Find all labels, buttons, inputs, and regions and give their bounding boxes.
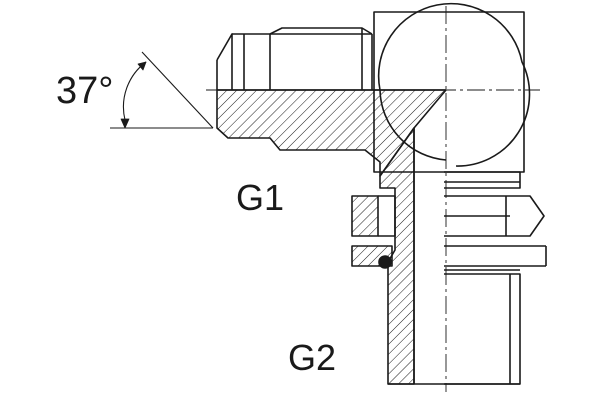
locknut [351, 195, 545, 237]
flare-end [216, 27, 373, 90]
g2-label: G2 [288, 337, 336, 378]
o-ring [378, 255, 392, 269]
angle-dimension [110, 51, 214, 129]
angle-label: 37° [56, 70, 113, 112]
stud-end [388, 269, 521, 385]
center-lines [206, 6, 540, 392]
collar [444, 171, 521, 189]
washer [351, 245, 547, 269]
g1-label: G1 [236, 177, 284, 218]
